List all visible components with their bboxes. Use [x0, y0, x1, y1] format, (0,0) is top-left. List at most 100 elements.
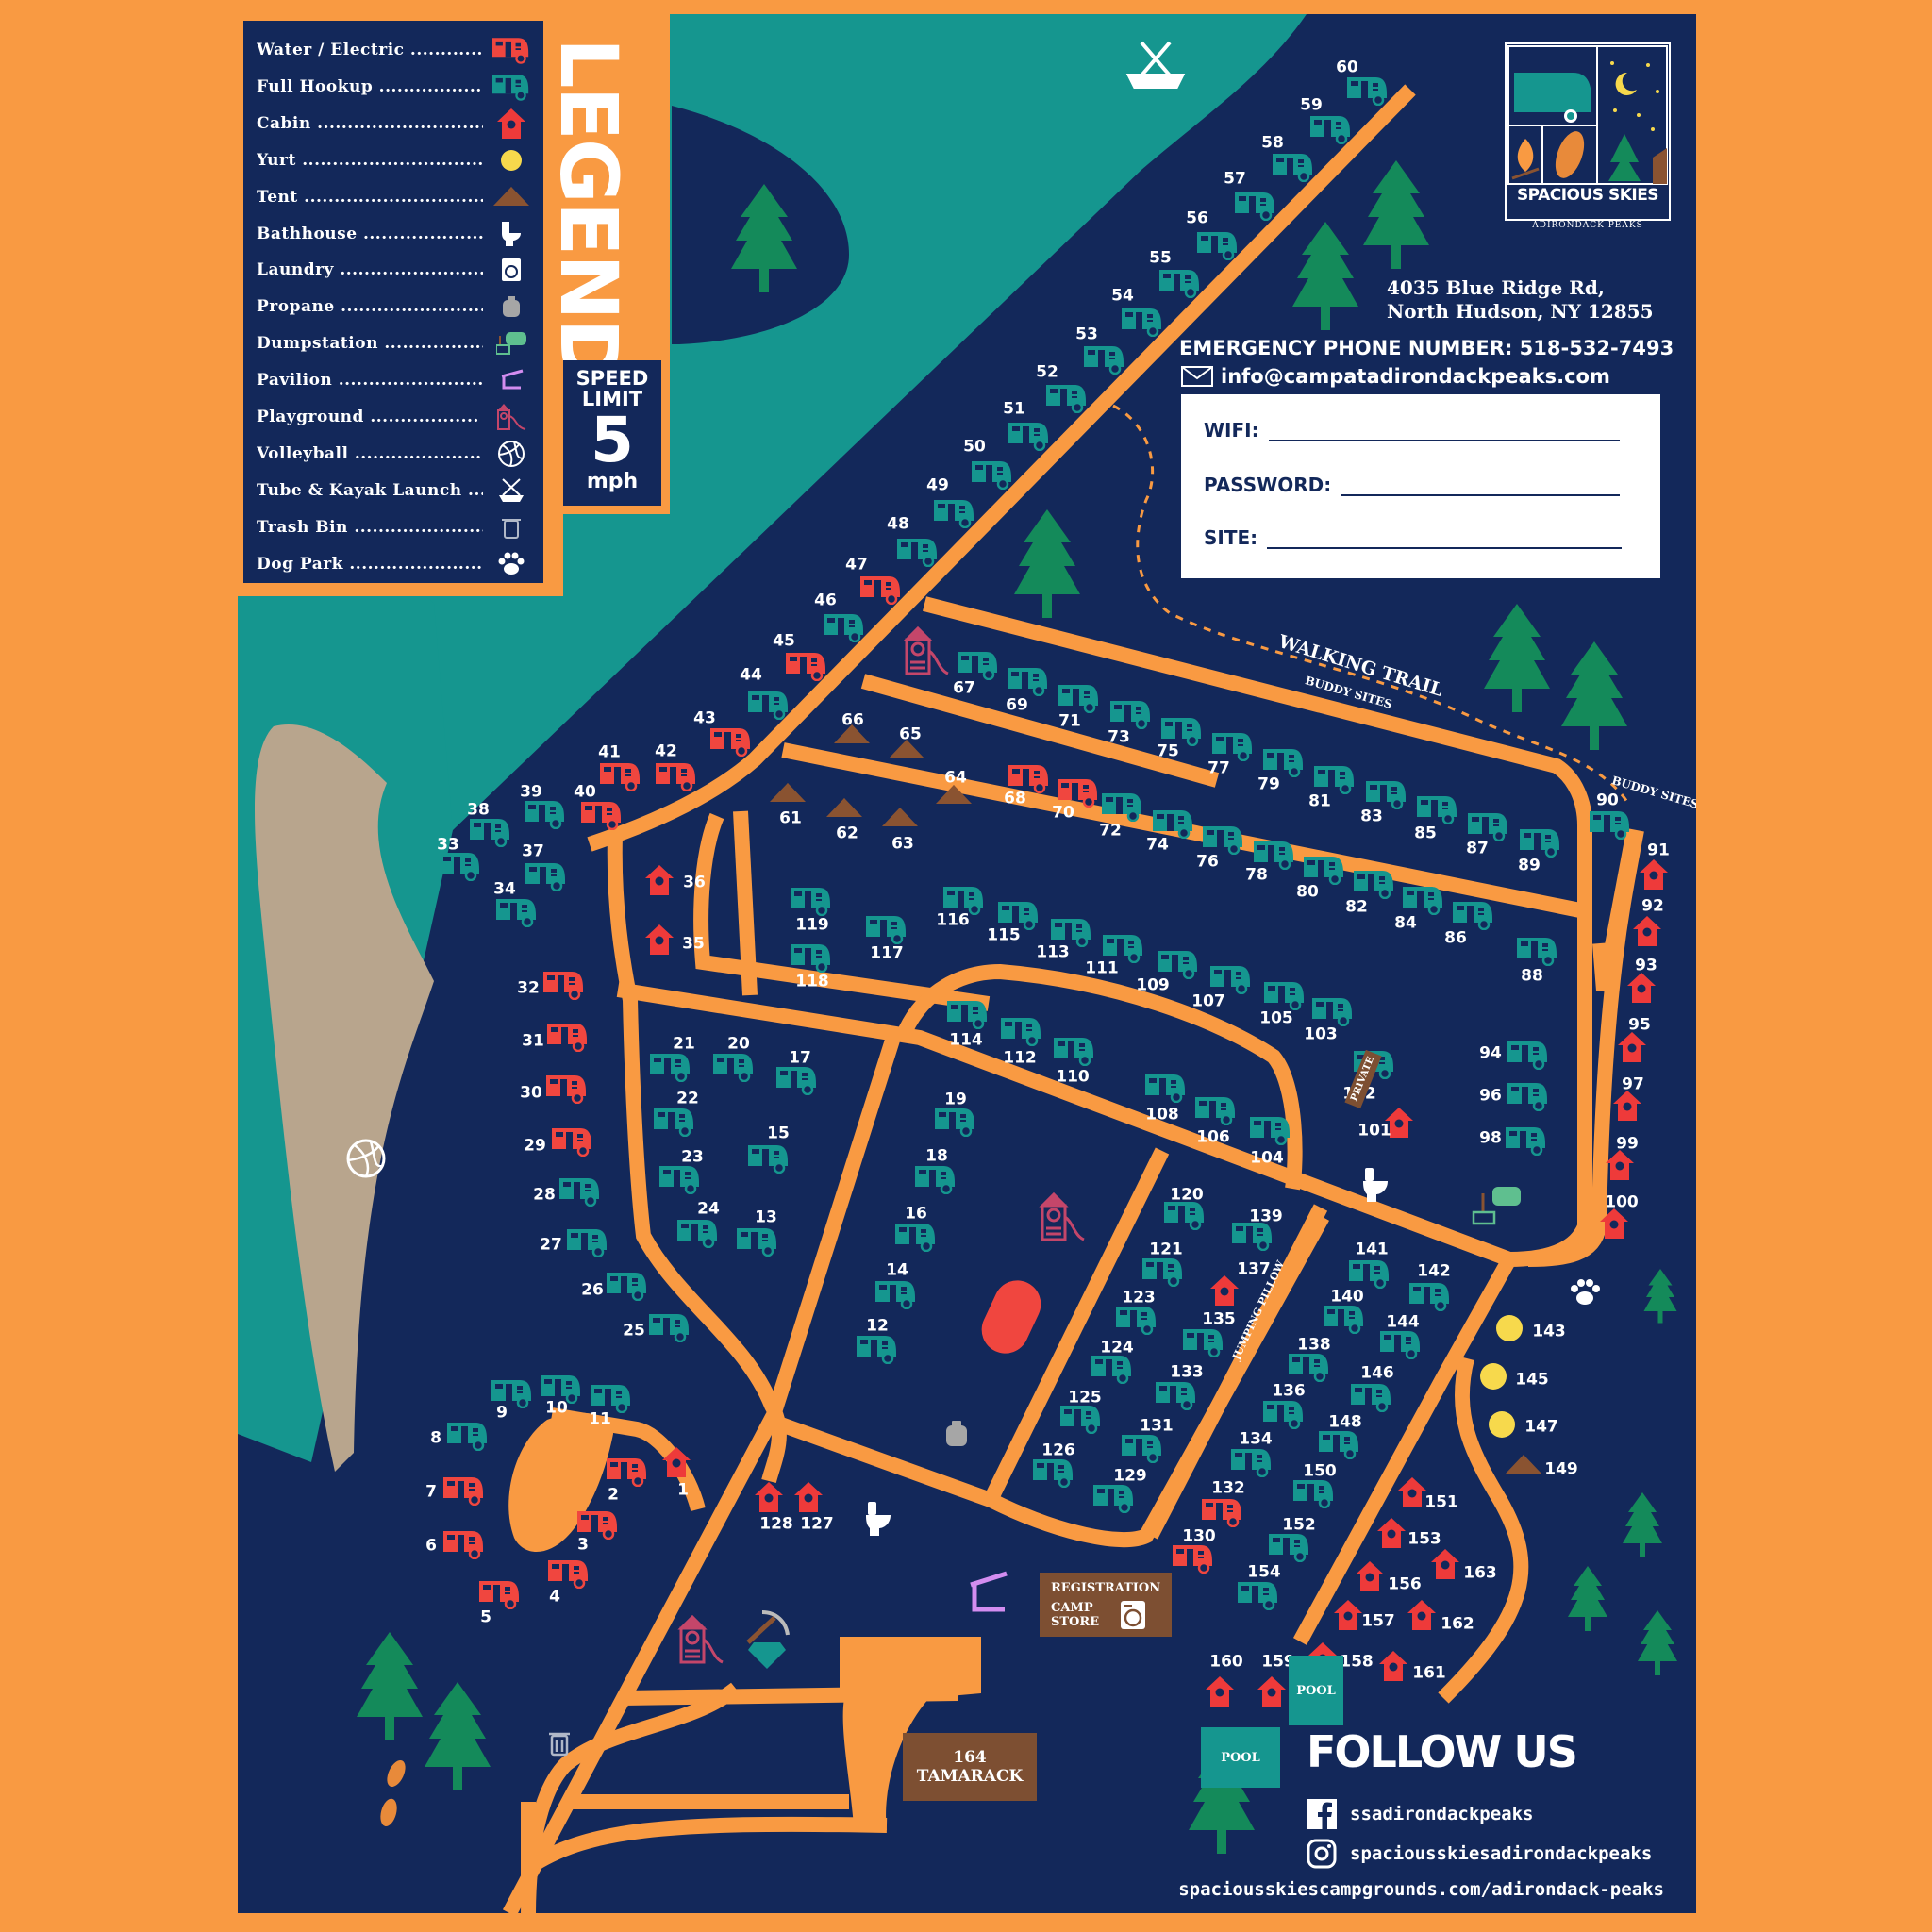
cabin-site[interactable] [662, 1447, 704, 1477]
full-hookup-site[interactable] [857, 1334, 898, 1365]
full-hookup-site[interactable] [677, 1218, 719, 1249]
full-hookup-site[interactable] [496, 897, 538, 928]
full-hookup-site[interactable] [1116, 1305, 1158, 1336]
full-hookup-site[interactable] [1263, 747, 1305, 778]
full-hookup-site[interactable] [1122, 307, 1163, 338]
water-electric-site[interactable] [786, 651, 827, 682]
tent-site[interactable] [1506, 1455, 1547, 1483]
full-hookup-site[interactable] [559, 1176, 601, 1208]
full-hookup-site[interactable] [1183, 1327, 1224, 1358]
full-hookup-site[interactable] [1145, 1073, 1187, 1104]
full-hookup-site[interactable] [1103, 933, 1144, 964]
tent-site[interactable] [770, 783, 811, 811]
full-hookup-site[interactable] [895, 1222, 937, 1253]
registration-camp-store[interactable]: REGISTRATION CAMP STORE [1040, 1573, 1172, 1637]
instagram-link[interactable]: spaciousskiesadirondackpeaks [1307, 1839, 1652, 1869]
tent-site[interactable] [826, 798, 868, 826]
full-hookup-site[interactable] [447, 1421, 489, 1452]
full-hookup-site[interactable] [1324, 1304, 1365, 1335]
tent-site[interactable] [882, 808, 924, 836]
full-hookup-site[interactable] [776, 1065, 818, 1096]
cabin-site[interactable] [1633, 916, 1674, 946]
full-hookup-site[interactable] [866, 914, 908, 945]
full-hookup-site[interactable] [1054, 1036, 1095, 1067]
full-hookup-site[interactable] [1319, 1429, 1360, 1460]
full-hookup-site[interactable] [1033, 1457, 1074, 1489]
yurt-site[interactable] [1479, 1362, 1521, 1391]
cabin-site[interactable] [1618, 1032, 1659, 1062]
full-hookup-site[interactable] [748, 690, 790, 721]
cabin-site[interactable] [1431, 1549, 1473, 1579]
full-hookup-site[interactable] [525, 861, 567, 892]
full-hookup-site[interactable] [567, 1227, 608, 1258]
full-hookup-site[interactable] [1289, 1352, 1330, 1383]
water-electric-site[interactable] [1173, 1543, 1214, 1574]
water-electric-site[interactable] [600, 761, 641, 792]
water-electric-site[interactable] [552, 1126, 593, 1158]
full-hookup-site[interactable] [1304, 855, 1345, 886]
full-hookup-site[interactable] [1380, 1329, 1422, 1360]
facebook-handle[interactable]: ssadirondackpeaks [1350, 1804, 1534, 1824]
website-link[interactable]: spaciousskiescampgrounds.com/adirondack-… [1178, 1879, 1664, 1900]
full-hookup-site[interactable] [1235, 191, 1276, 222]
full-hookup-site[interactable] [1520, 827, 1561, 858]
full-hookup-site[interactable] [1122, 1433, 1163, 1464]
full-hookup-site[interactable] [947, 999, 989, 1030]
wifi-blank[interactable] [1268, 423, 1620, 441]
water-electric-site[interactable] [547, 1022, 589, 1053]
water-electric-site[interactable] [543, 970, 585, 1001]
tent-site[interactable] [936, 785, 977, 813]
full-hookup-site[interactable] [1197, 230, 1239, 261]
full-hookup-site[interactable] [1142, 1257, 1184, 1288]
full-hookup-site[interactable] [958, 650, 999, 681]
water-electric-site[interactable] [548, 1558, 590, 1590]
full-hookup-site[interactable] [1347, 75, 1389, 107]
cabin-site[interactable] [1640, 859, 1681, 890]
full-hookup-site[interactable] [1060, 1404, 1102, 1435]
water-electric-site[interactable] [443, 1529, 485, 1560]
water-electric-site[interactable] [479, 1579, 521, 1610]
tent-site[interactable] [889, 740, 930, 768]
full-hookup-site[interactable] [943, 885, 985, 916]
instagram-handle[interactable]: spaciousskiesadirondackpeaks [1350, 1843, 1653, 1864]
water-electric-site[interactable] [1008, 763, 1050, 794]
full-hookup-site[interactable] [1312, 996, 1354, 1027]
full-hookup-site[interactable] [1507, 1040, 1549, 1071]
password-blank[interactable] [1341, 477, 1621, 496]
cabin-site[interactable] [1377, 1518, 1419, 1548]
cabin-site[interactable] [1210, 1275, 1252, 1306]
full-hookup-site[interactable] [1001, 1016, 1042, 1047]
cabin-site[interactable] [1407, 1600, 1449, 1630]
full-hookup-site[interactable] [1517, 936, 1558, 967]
full-hookup-site[interactable] [1366, 779, 1407, 810]
full-hookup-site[interactable] [1158, 949, 1199, 980]
cabin-site[interactable] [1613, 1091, 1655, 1121]
full-hookup-site[interactable] [1212, 731, 1254, 762]
full-hookup-site[interactable] [607, 1271, 648, 1302]
full-hookup-site[interactable] [1417, 794, 1458, 825]
full-hookup-site[interactable] [1232, 1221, 1274, 1252]
yurt-site[interactable] [1488, 1410, 1529, 1439]
cabin-site[interactable] [645, 924, 687, 955]
water-electric-site[interactable] [581, 800, 623, 831]
cabin-site[interactable] [1385, 1108, 1426, 1138]
full-hookup-site[interactable] [875, 1279, 917, 1310]
full-hookup-site[interactable] [1161, 716, 1203, 747]
full-hookup-site[interactable] [1231, 1447, 1273, 1478]
full-hookup-site[interactable] [1273, 152, 1314, 183]
water-electric-site[interactable] [443, 1475, 485, 1507]
cabin-site[interactable] [1627, 973, 1669, 1003]
tent-site[interactable] [834, 724, 875, 753]
full-hookup-site[interactable] [1293, 1478, 1335, 1509]
full-hookup-site[interactable] [972, 459, 1013, 491]
water-electric-site[interactable] [656, 761, 697, 792]
full-hookup-site[interactable] [1314, 764, 1356, 795]
pool[interactable]: POOL [1201, 1727, 1280, 1788]
cabin-site[interactable] [1600, 1208, 1641, 1239]
cabin-site[interactable] [1606, 1150, 1647, 1180]
email-contact[interactable]: info@campatadirondackpeaks.com [1181, 365, 1610, 388]
full-hookup-site[interactable] [1203, 824, 1244, 856]
full-hookup-site[interactable] [1310, 114, 1352, 145]
full-hookup-site[interactable] [1250, 1115, 1291, 1146]
full-hookup-site[interactable] [824, 612, 865, 643]
